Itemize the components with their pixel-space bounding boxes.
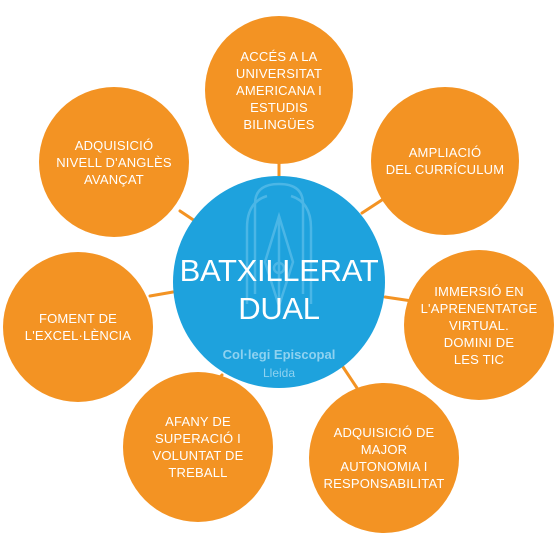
bubble-label: ADQUISICIÓ NIVELL D'ANGLÈS AVANÇAT	[56, 137, 172, 187]
bubble-virtual-learning: IMMERSIÓ EN L'APRENENTATGE VIRTUAL. DOMI…	[404, 250, 554, 400]
bubble-label: FOMENT DE L'EXCEL·LÈNCIA	[24, 311, 132, 343]
bubble-curriculum-extension: AMPLIACIÓ DEL CURRÍCULUM	[371, 87, 519, 235]
center-circle: BATXILLERAT DUAL Col·legi Episcopal Llei…	[173, 176, 385, 388]
bubble-label: ACCÉS A LA UNIVERSITAT AMERICANA I ESTUD…	[235, 48, 323, 132]
school-name: Col·legi Episcopal	[222, 347, 336, 362]
connector-left	[148, 290, 175, 298]
bubble-label: ADQUISICIÓ DE MAJOR AUTONOMIA I RESPONSA…	[323, 425, 445, 491]
bubble-self-improvement: AFANY DE SUPERACIÓ I VOLUNTAT DE TREBALL	[123, 372, 273, 522]
bubble-label: IMMERSIÓ EN L'APRENENTATGE VIRTUAL. DOMI…	[420, 283, 538, 367]
bubble-autonomy: ADQUISICIÓ DE MAJOR AUTONOMIA I RESPONSA…	[309, 383, 459, 533]
bubble-label: AMPLIACIÓ DEL CURRÍCULUM	[385, 145, 505, 177]
bubble-label: AFANY DE SUPERACIÓ I VOLUNTAT DE TREBALL	[152, 414, 244, 480]
pen-nib-emblem-icon	[245, 182, 313, 311]
bubble-excellence: FOMENT DE L'EXCEL·LÈNCIA	[3, 252, 153, 402]
bubble-university-access: ACCÉS A LA UNIVERSITAT AMERICANA I ESTUD…	[205, 16, 353, 164]
connector-bottom-right	[341, 365, 359, 390]
school-city: Lleida	[262, 366, 296, 380]
bubble-english-level: ADQUISICIÓ NIVELL D'ANGLÈS AVANÇAT	[39, 87, 189, 237]
center-title: BATXILLERAT DUAL	[179, 253, 379, 326]
